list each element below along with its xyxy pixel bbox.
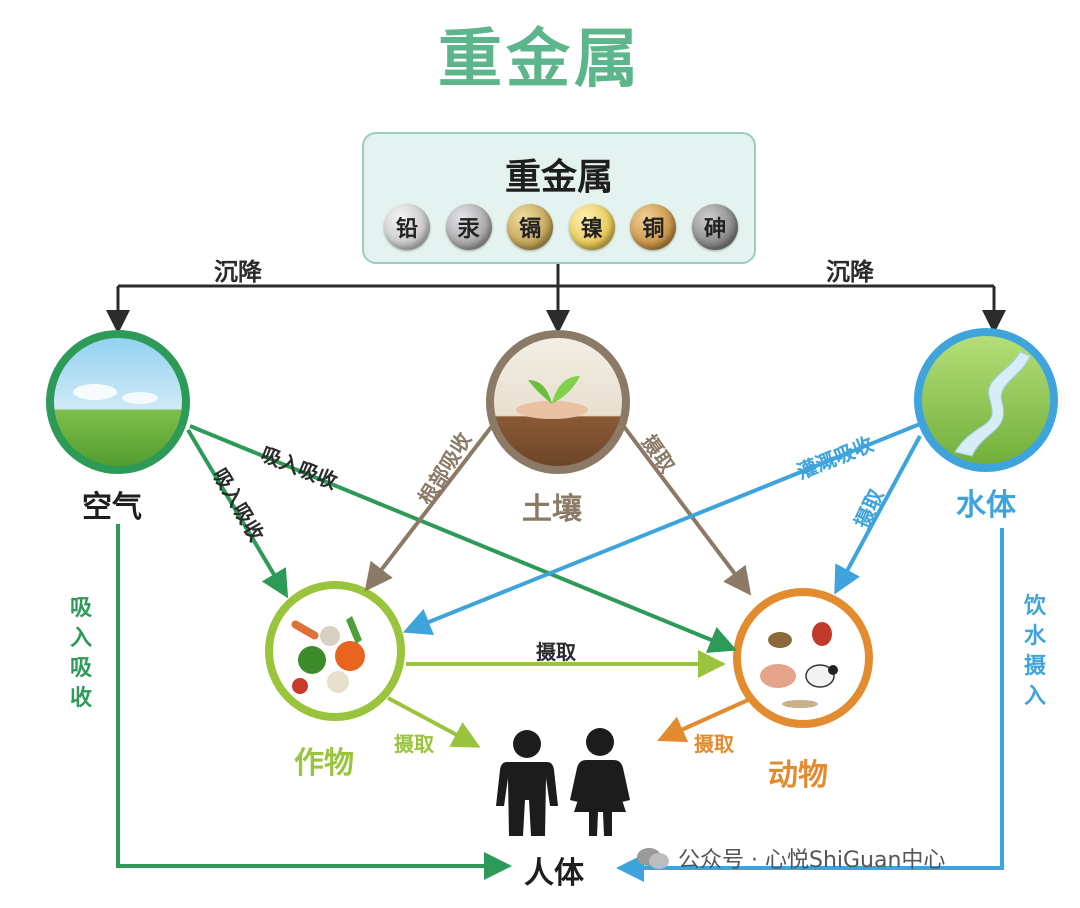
metal-lead: 铅: [384, 204, 430, 250]
crop-to-animal-label: 摄取: [536, 640, 576, 664]
animal-to-human-label: 摄取: [694, 732, 734, 756]
settle-right-label: 沉降: [826, 258, 874, 286]
wechat-icon: [637, 848, 669, 869]
crops-label: 作物: [294, 746, 354, 781]
water-label: 水体: [956, 488, 1016, 523]
air-node-circle: [46, 330, 190, 474]
water-to-human-label: 饮水摄入: [1023, 594, 1046, 709]
animal-arrows: [657, 698, 749, 743]
metal-nickel-label: 镍: [580, 217, 603, 242]
settle-connectors: [106, 264, 1006, 334]
metal-copper: 铜: [630, 204, 677, 250]
animals-node-circle: [733, 588, 873, 728]
water-arrows: [402, 422, 1004, 882]
crops-node-circle: [265, 581, 405, 721]
crop-to-human-label: 摄取: [394, 732, 434, 756]
metal-cadmium: 镉: [507, 204, 554, 250]
watermark-text: 公众号 · 心悦ShiGuan中心: [678, 848, 946, 873]
human-label: 人体: [524, 856, 584, 891]
soil-node-circle: [486, 330, 630, 474]
metal-lead-label: 铅: [395, 217, 418, 242]
metal-mercury: 汞: [445, 204, 492, 250]
watermark: 公众号 · 心悦ShiGuan中心: [636, 842, 945, 874]
heavy-metal-source-box: 重金属 铅 汞 镉 镍 铜 砷: [362, 132, 756, 264]
soil-label: 土壤: [522, 492, 582, 527]
metal-list: 铅 汞 镉 镍 铜 砷: [384, 204, 738, 250]
animals-label: 动物: [768, 758, 828, 793]
metal-copper-label: 铜: [642, 217, 665, 242]
air-to-human-label: 吸入吸收: [69, 596, 92, 711]
metal-nickel: 镍: [568, 204, 615, 250]
air-label: 空气: [82, 490, 142, 525]
water-node-circle: [914, 328, 1058, 472]
metal-cadmium-label: 镉: [519, 217, 542, 242]
soil-arrows: [364, 422, 752, 596]
main-title: 重金属: [438, 23, 642, 97]
human-figures: [496, 728, 630, 836]
air-arrows: [116, 424, 738, 880]
crop-arrows: [387, 650, 726, 748]
metal-mercury-label: 汞: [457, 217, 480, 242]
source-title: 重金属: [504, 157, 613, 198]
settle-left-label: 沉降: [214, 258, 262, 286]
metal-arsenic: 砷: [691, 204, 738, 250]
metal-arsenic-label: 砷: [703, 217, 726, 242]
